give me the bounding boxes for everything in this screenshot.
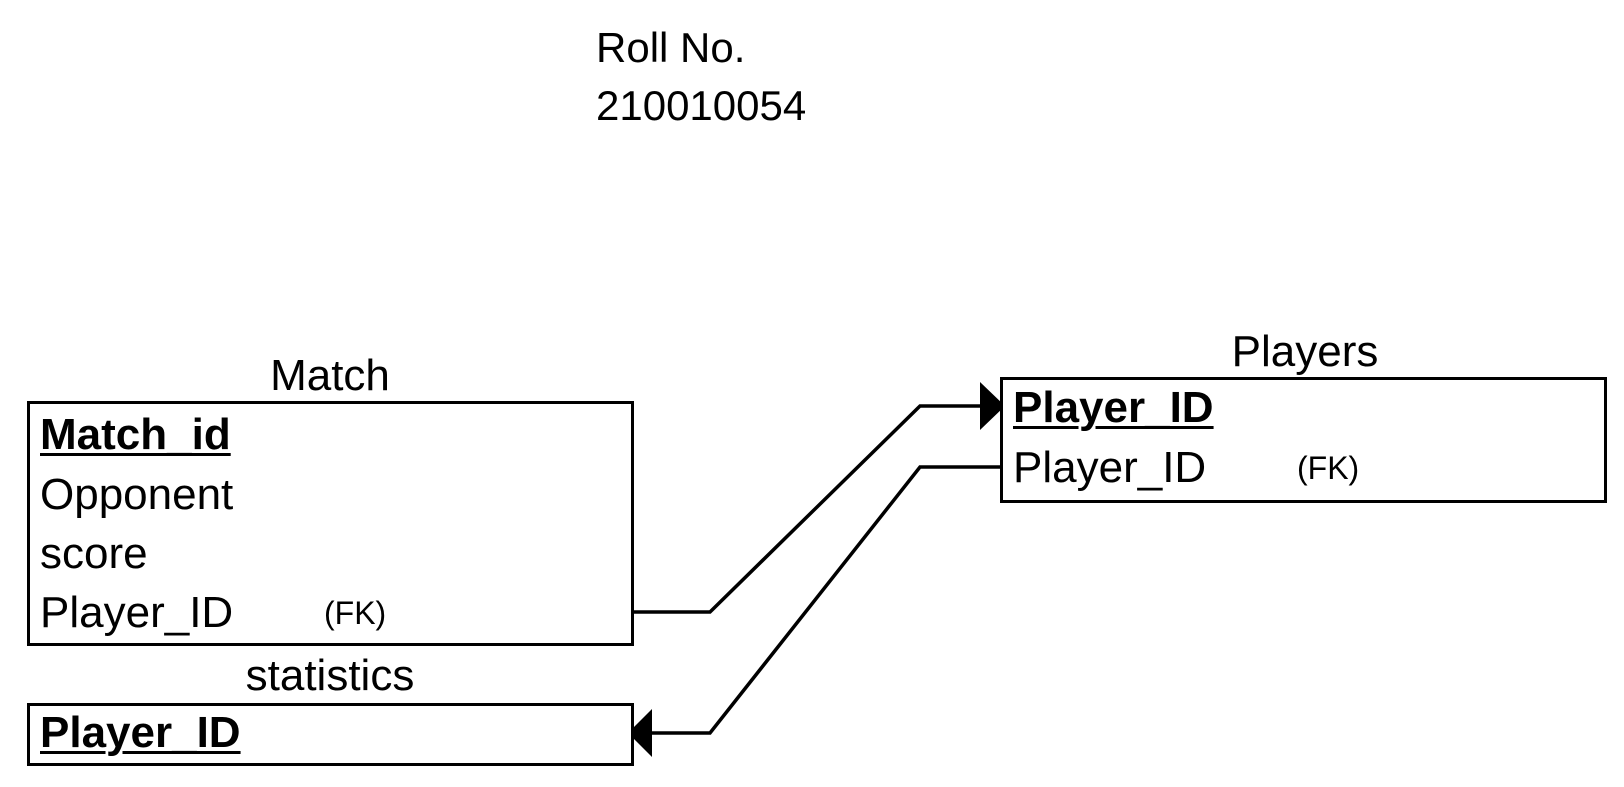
match-attr-match-id: Match_id: [40, 410, 231, 459]
statistics-entity-box: Player_ID: [27, 703, 634, 766]
match-fk-label: (FK): [324, 595, 387, 631]
roll-label: Roll No.: [596, 24, 746, 71]
match-attr-opponent: Opponent: [40, 470, 234, 519]
arrowhead-players-pk: [980, 382, 1005, 430]
arrowhead-statistics-pk: [628, 709, 652, 757]
players-attr-player-id-pk: Player_ID: [1013, 383, 1214, 432]
players-entity-box: Player_ID Player_ID (FK): [1000, 377, 1607, 503]
players-entity-title: Players: [1231, 327, 1379, 376]
connector-match-to-players: [632, 404, 982, 614]
statistics-attr-player-id: Player_ID: [40, 708, 241, 757]
players-attr-player-id-fk: Player_ID: [1013, 443, 1207, 492]
match-attr-score: score: [40, 529, 148, 578]
match-entity-title: Match: [270, 351, 390, 400]
connector-players-to-statistics: [652, 465, 1003, 735]
statistics-entity-title: statistics: [245, 651, 415, 700]
match-attr-player-id: Player_ID: [40, 588, 234, 637]
roll-number: 210010054: [596, 82, 807, 129]
players-fk-label: (FK): [1297, 450, 1360, 486]
match-entity-box: Match_id Opponent score Player_ID (FK): [27, 401, 634, 646]
